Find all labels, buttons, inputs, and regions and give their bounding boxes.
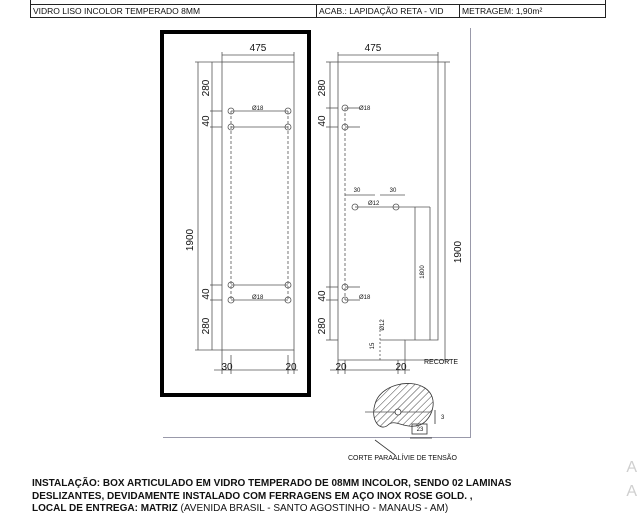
watermark-line-1: A <box>626 459 637 476</box>
slot-length-label: 1800 <box>420 265 426 279</box>
section-label: CORTE PARAALÍVIE DE TENSÃO <box>348 453 457 462</box>
left-height-label: 1900 <box>185 228 196 251</box>
slot-hole-label: Ø12 <box>368 201 380 207</box>
watermark-text: A A <box>626 456 637 504</box>
right-top-offset-label: 280 <box>317 79 328 96</box>
left-top-offset-label: 280 <box>201 79 212 96</box>
right-glass-outline <box>337 61 439 361</box>
header-top-row <box>31 0 605 5</box>
right-panel-drawing <box>326 52 450 374</box>
left-width-label: 475 <box>250 43 267 54</box>
left-hole-top-label: Ø18 <box>252 106 264 112</box>
watermark-line-2: A <box>626 483 637 500</box>
left-panel-drawing <box>195 52 298 374</box>
right-edge-left-label: 20 <box>335 362 347 373</box>
recorte-label: RECORTE <box>424 359 458 366</box>
delivery-address: (AVENIDA BRASIL - SANTO AGOSTINHO - MANA… <box>177 503 449 514</box>
product-cell: VIDRO LISO INCOLOR TEMPERADO 8MM <box>33 6 201 16</box>
left-hole <box>284 123 292 131</box>
cut-hole-label: Ø12 <box>380 319 386 331</box>
left-hole <box>227 296 235 304</box>
slot-right-label: 30 <box>390 188 397 194</box>
left-hole <box>227 107 235 115</box>
section-dim-h-label: 3 <box>441 415 445 421</box>
delivery-label: LOCAL DE ENTREGA: MATRIZ <box>32 503 178 514</box>
slot-left-label: 30 <box>354 188 361 194</box>
left-hole <box>284 107 292 115</box>
cut-small-label: 15 <box>370 342 376 349</box>
right-hole-bottom-label: Ø18 <box>359 295 371 301</box>
right-width-label: 475 <box>365 43 382 54</box>
note-line-3: LOCAL DE ENTREGA: MATRIZ (AVENIDA BRASIL… <box>32 503 592 516</box>
left-hole <box>284 296 292 304</box>
right-height-label: 1900 <box>453 240 464 263</box>
left-glass-outline <box>221 61 295 351</box>
right-edge-right-label: 20 <box>395 362 407 373</box>
left-hole <box>284 281 292 289</box>
right-hole-top-label: Ø18 <box>359 106 371 112</box>
right-gap-bottom-label: 40 <box>317 290 328 302</box>
highlight-frame <box>160 30 311 397</box>
right-gap-top-label: 40 <box>317 115 328 127</box>
header-divider <box>316 5 317 17</box>
left-edge-left-label: 30 <box>221 362 233 373</box>
left-gap-top-label: 40 <box>201 115 212 127</box>
finish-cell: ACAB.: LAPIDAÇÃO RETA - VID <box>319 6 444 16</box>
area-cell: METRAGEM: 1,90m² <box>462 6 543 16</box>
left-bottom-offset-label: 280 <box>201 317 212 334</box>
left-gap-bottom-label: 40 <box>201 288 212 300</box>
section-hatch <box>373 383 434 428</box>
drawing-border-bottom <box>163 437 471 438</box>
left-hole <box>227 281 235 289</box>
installation-note: INSTALAÇÃO: BOX ARTICULADO EM VIDRO TEMP… <box>32 478 592 516</box>
left-edge-right-label: 20 <box>285 362 297 373</box>
right-bottom-offset-label: 280 <box>317 317 328 334</box>
section-detail <box>365 383 436 456</box>
left-hole <box>227 123 235 131</box>
drawing-border-right <box>470 28 471 437</box>
header-divider <box>459 5 460 17</box>
spec-header: VIDRO LISO INCOLOR TEMPERADO 8MM ACAB.: … <box>30 0 606 18</box>
note-line-2: DESLIZANTES, DEVIDAMENTE INSTALADO COM F… <box>32 490 473 502</box>
section-dim-w-label: 23 <box>417 427 424 433</box>
note-line-1: INSTALAÇÃO: BOX ARTICULADO EM VIDRO TEMP… <box>32 478 512 489</box>
left-hole-bottom-label: Ø18 <box>252 295 264 301</box>
